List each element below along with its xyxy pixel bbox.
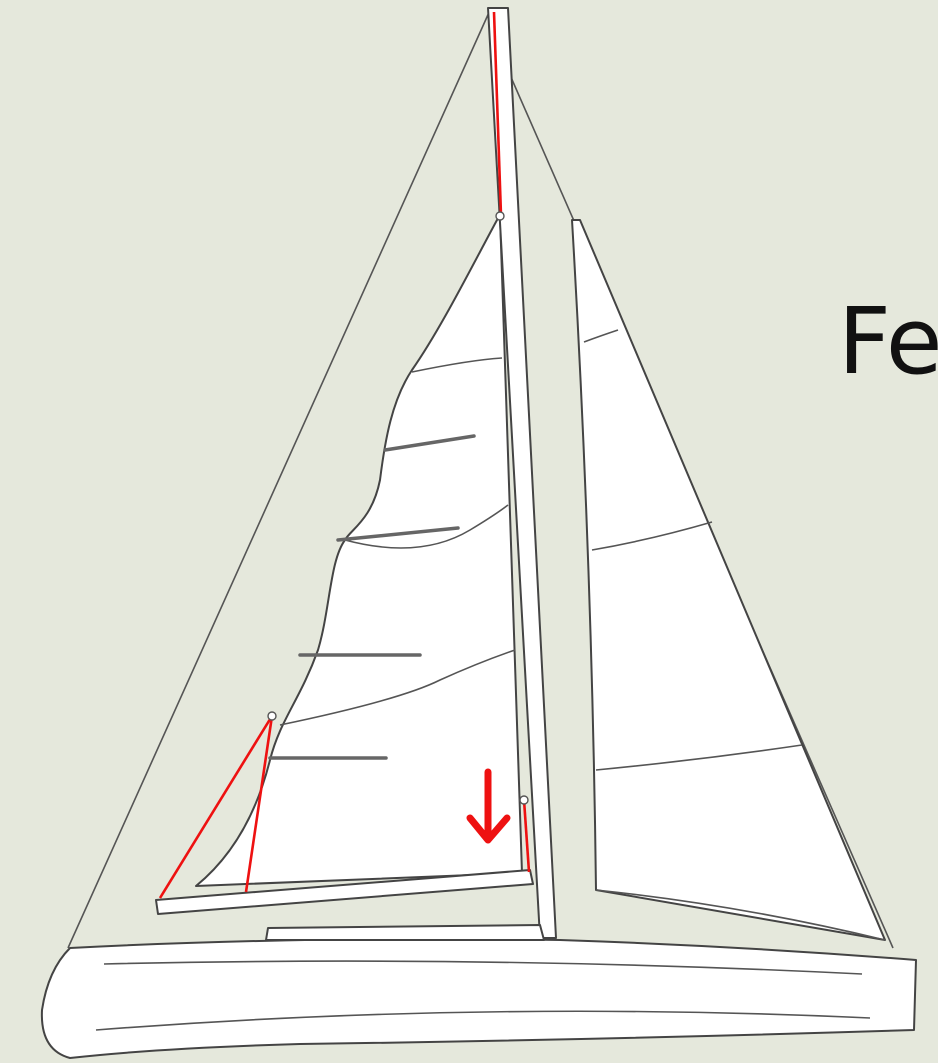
cunningham-line [524, 800, 529, 872]
head-cringle [496, 212, 504, 220]
cabin-top [266, 925, 544, 940]
reef-cringle [268, 712, 276, 720]
hull [42, 939, 916, 1058]
tack-cringle [520, 796, 528, 804]
caption-text: Fe [838, 296, 938, 388]
main-sail [196, 215, 522, 886]
